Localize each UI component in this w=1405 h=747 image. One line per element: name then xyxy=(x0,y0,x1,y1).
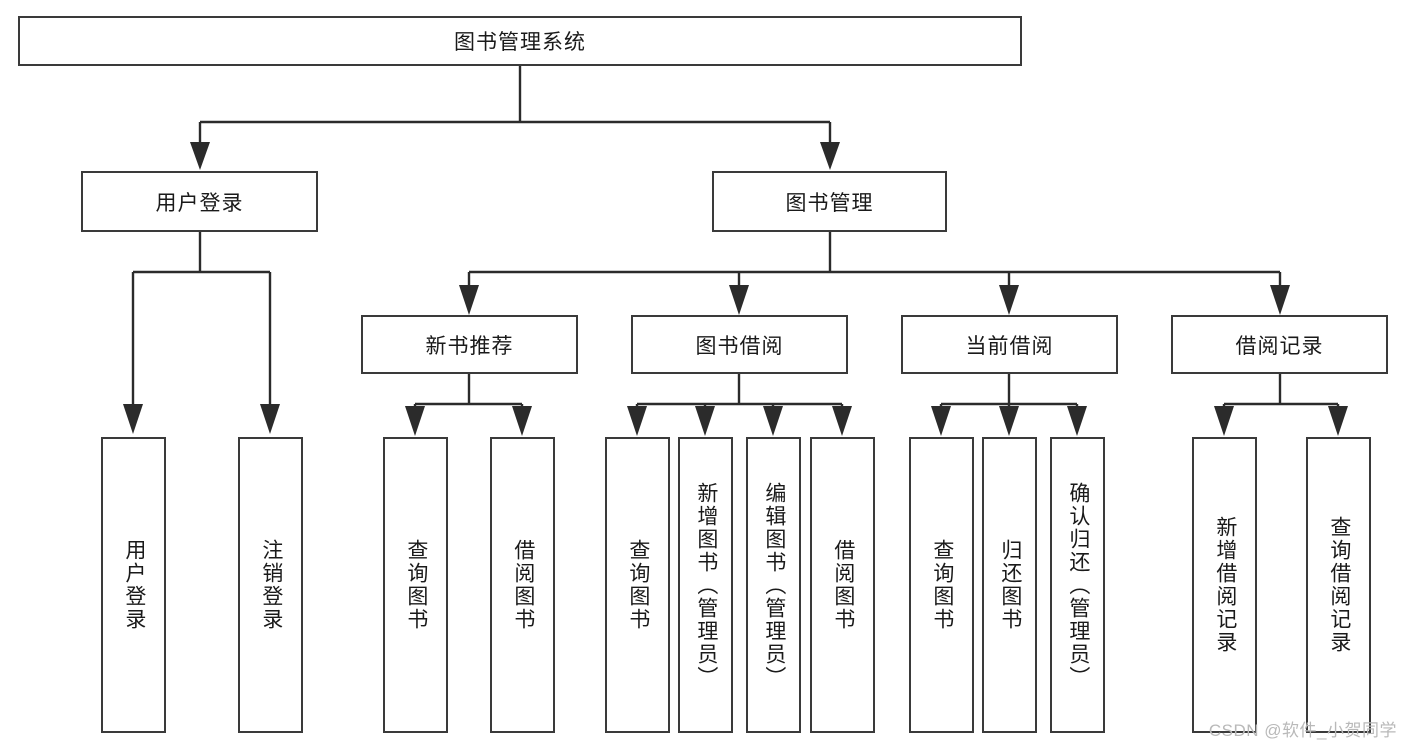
node-leaf-borrow-book-2-label: 借阅图书 xyxy=(831,539,855,631)
node-leaf-add-book-label: 新增图书（管理员） xyxy=(694,481,718,689)
node-root-book-management-system[interactable]: 图书管理系统 xyxy=(18,16,1022,66)
node-leaf-query-book-2-label: 查询图书 xyxy=(626,539,650,631)
node-user-login-label: 用户登录 xyxy=(155,191,244,215)
arrow-to-new-book-rec xyxy=(459,285,479,315)
node-borrow-record-label: 借阅记录 xyxy=(1235,334,1324,358)
node-leaf-query-book-1[interactable]: 查询图书 xyxy=(383,437,448,733)
node-leaf-borrow-book-2[interactable]: 借阅图书 xyxy=(810,437,875,733)
node-root-label: 图书管理系统 xyxy=(454,31,586,54)
node-new-book-recommend-label: 新书推荐 xyxy=(425,334,514,358)
arrow-leaf-user-login xyxy=(123,404,143,434)
node-current-borrow-label: 当前借阅 xyxy=(965,334,1054,358)
node-current-borrow[interactable]: 当前借阅 xyxy=(901,315,1118,374)
node-leaf-return-book[interactable]: 归还图书 xyxy=(982,437,1037,733)
arrow-leaf-return-book xyxy=(999,406,1019,436)
arrow-leaf-edit-book xyxy=(763,406,783,436)
arrow-leaf-confirm-return xyxy=(1067,406,1087,436)
arrow-leaf-logout-login xyxy=(260,404,280,434)
arrow-leaf-borrow-book-1 xyxy=(512,406,532,436)
arrow-to-user-login xyxy=(190,142,210,170)
node-new-book-recommend[interactable]: 新书推荐 xyxy=(361,315,578,374)
arrow-leaf-query-book-3 xyxy=(931,406,951,436)
arrow-to-current-borrow xyxy=(999,285,1019,315)
arrow-to-book-manage xyxy=(820,142,840,170)
node-leaf-user-login[interactable]: 用户登录 xyxy=(101,437,166,733)
node-borrow-record[interactable]: 借阅记录 xyxy=(1171,315,1388,374)
node-leaf-query-book-3-label: 查询图书 xyxy=(930,539,954,631)
arrow-leaf-query-record xyxy=(1328,406,1348,436)
node-leaf-add-book[interactable]: 新增图书（管理员） xyxy=(678,437,733,733)
node-leaf-add-borrow-record[interactable]: 新增借阅记录 xyxy=(1192,437,1257,733)
node-leaf-query-book-2[interactable]: 查询图书 xyxy=(605,437,670,733)
arrow-to-borrow-record xyxy=(1270,285,1290,315)
node-book-borrow-label: 图书借阅 xyxy=(695,334,784,358)
arrow-leaf-borrow-book-2 xyxy=(832,406,852,436)
node-leaf-query-borrow-record[interactable]: 查询借阅记录 xyxy=(1306,437,1371,733)
node-leaf-user-login-label: 用户登录 xyxy=(122,539,146,631)
node-leaf-edit-book[interactable]: 编辑图书（管理员） xyxy=(746,437,801,733)
node-leaf-logout-login-label: 注销登录 xyxy=(259,539,283,631)
node-user-login[interactable]: 用户登录 xyxy=(81,171,318,232)
node-leaf-query-book-1-label: 查询图书 xyxy=(404,539,428,631)
arrow-to-book-borrow xyxy=(729,285,749,315)
arrow-leaf-query-book-2 xyxy=(627,406,647,436)
node-leaf-query-borrow-record-label: 查询借阅记录 xyxy=(1327,516,1351,654)
node-book-manage-label: 图书管理 xyxy=(785,191,874,215)
node-leaf-add-borrow-record-label: 新增借阅记录 xyxy=(1213,516,1237,654)
node-leaf-logout-login[interactable]: 注销登录 xyxy=(238,437,303,733)
node-leaf-edit-book-label: 编辑图书（管理员） xyxy=(762,481,786,689)
node-leaf-borrow-book-1-label: 借阅图书 xyxy=(511,539,535,631)
node-book-borrow[interactable]: 图书借阅 xyxy=(631,315,848,374)
node-leaf-confirm-return[interactable]: 确认归还（管理员） xyxy=(1050,437,1105,733)
node-leaf-confirm-return-label: 确认归还（管理员） xyxy=(1066,481,1090,689)
arrow-leaf-query-book-1 xyxy=(405,406,425,436)
node-book-manage[interactable]: 图书管理 xyxy=(712,171,947,232)
node-leaf-return-book-label: 归还图书 xyxy=(998,539,1022,631)
node-leaf-query-book-3[interactable]: 查询图书 xyxy=(909,437,974,733)
arrow-leaf-add-record xyxy=(1214,406,1234,436)
node-leaf-borrow-book-1[interactable]: 借阅图书 xyxy=(490,437,555,733)
arrow-leaf-add-book xyxy=(695,406,715,436)
